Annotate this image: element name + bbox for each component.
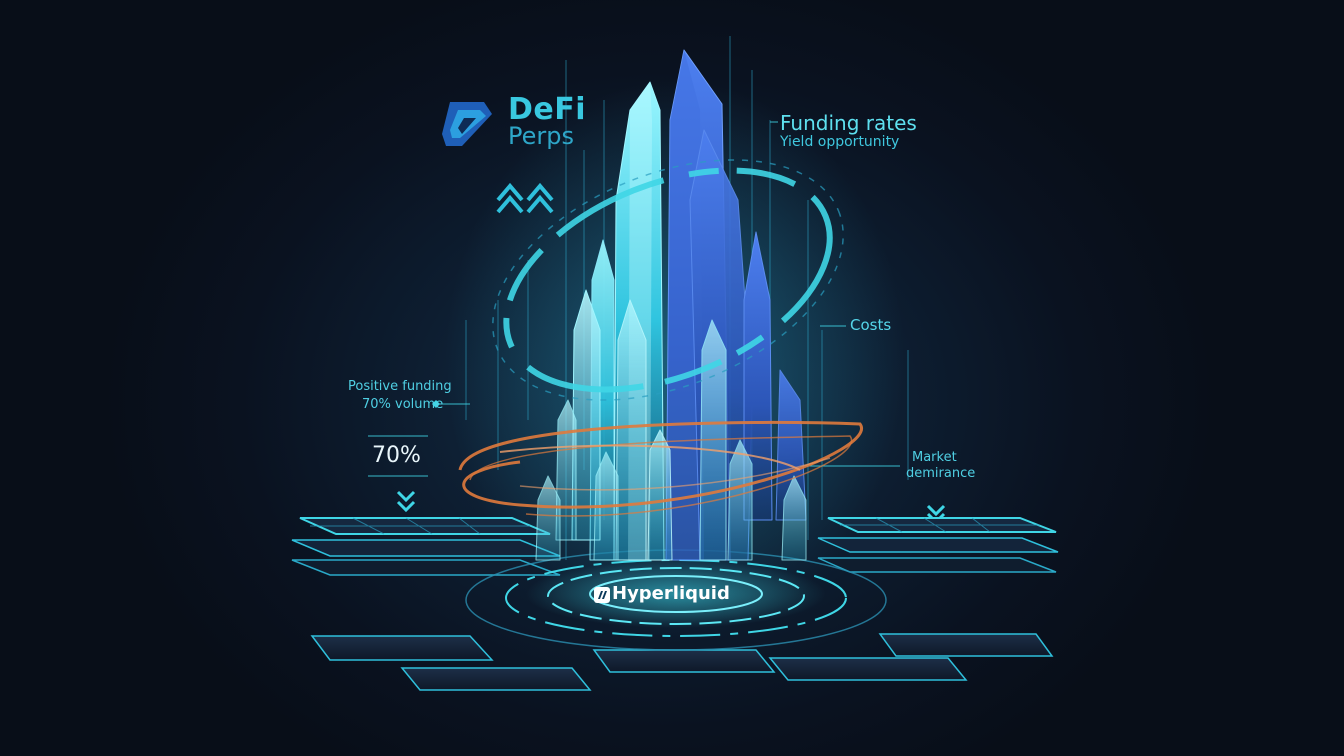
brand-subtitle: Perps: [508, 122, 574, 150]
funding-rates-label: Funding rates: [780, 111, 917, 135]
costs-label: Costs: [850, 316, 892, 334]
defi-perps-logo-icon: [442, 102, 492, 146]
orbit-ring: [492, 159, 844, 401]
floor-tiles: [310, 633, 1054, 691]
left-grid-platform: [291, 517, 561, 576]
percent-value: 70%: [372, 443, 421, 468]
orange-swirl: [458, 420, 863, 517]
hyperliquid-logo-icon: [594, 587, 610, 603]
right-grid-platform: [817, 517, 1059, 573]
dominance-label: demirance: [906, 466, 976, 481]
hyperliquid-name: Hyperliquid: [612, 583, 730, 604]
market-label: Market: [912, 450, 957, 465]
yield-opportunity-label: Yield opportunity: [780, 134, 900, 150]
volume-share-label: 70% volume: [362, 397, 444, 412]
defi-perps-brand: DeFi Perps: [440, 92, 600, 152]
positive-funding-label: Positive funding: [348, 379, 452, 394]
up-chevrons-icon: [496, 182, 554, 214]
brand-title: DeFi: [508, 92, 587, 127]
base-rings: [465, 549, 887, 651]
crystal-tower: [535, 49, 807, 561]
down-chevron-left-icon: [396, 490, 416, 513]
